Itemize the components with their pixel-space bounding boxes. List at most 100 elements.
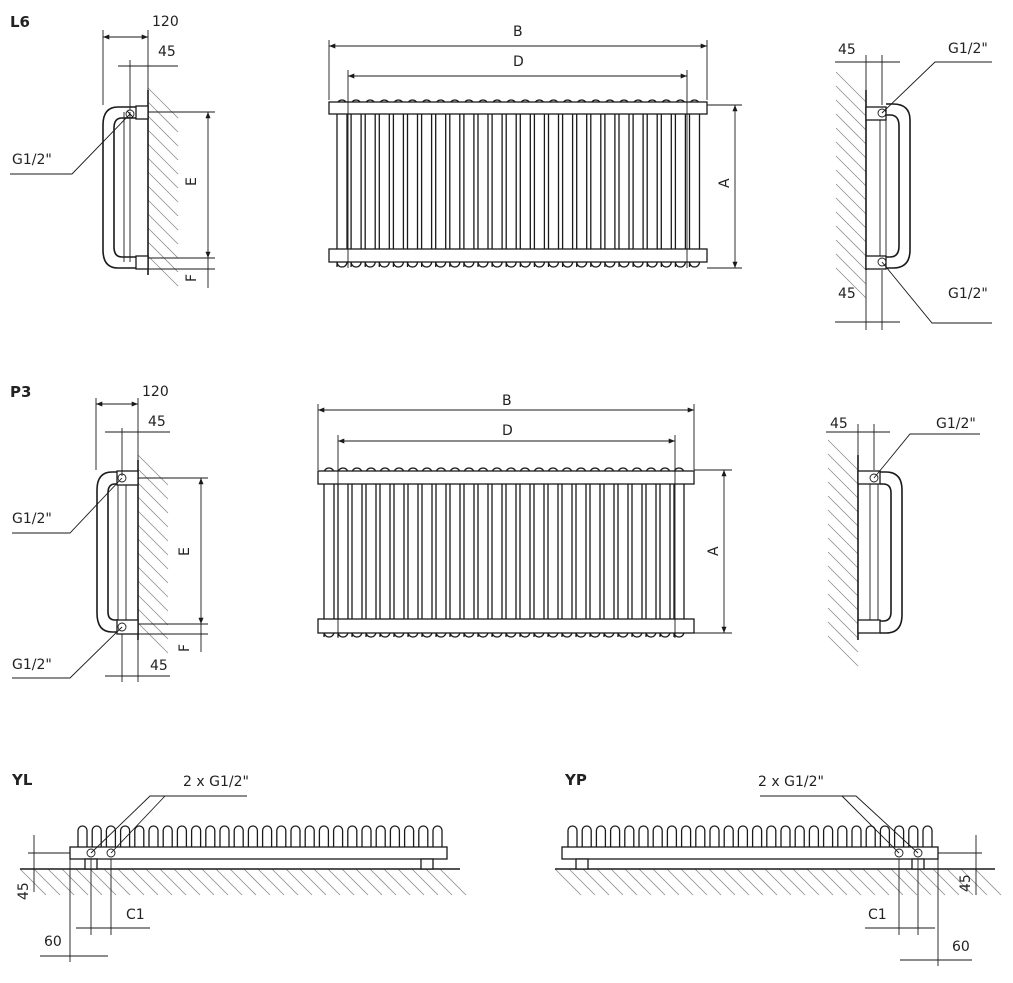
hatch-line bbox=[147, 115, 179, 147]
dim-d: D bbox=[513, 54, 524, 70]
hatch-line bbox=[61, 868, 89, 896]
radiator-fin bbox=[624, 825, 635, 848]
radiator-fin bbox=[247, 825, 259, 848]
dim-60: 60 bbox=[952, 939, 970, 955]
hatch-line bbox=[137, 622, 169, 654]
hatch-line bbox=[624, 868, 652, 896]
hatch-line bbox=[835, 169, 867, 201]
radiator-tube bbox=[547, 99, 560, 268]
radiator-tube bbox=[589, 467, 601, 638]
radiator-tube bbox=[688, 99, 701, 268]
hatch-line bbox=[827, 565, 859, 597]
hatch-line bbox=[411, 868, 439, 896]
hatch-line bbox=[397, 868, 425, 896]
hatch-line bbox=[137, 524, 169, 556]
radiator-tube bbox=[561, 99, 574, 268]
hatch-line bbox=[187, 868, 215, 896]
radiator-tube bbox=[645, 467, 657, 638]
yp-bottom-view: 2 x G1/2" 45 C1 60 bbox=[554, 774, 1002, 966]
hatch-line bbox=[439, 868, 467, 896]
radiator-fin bbox=[751, 825, 763, 848]
hatch-line bbox=[722, 868, 750, 896]
hatch-line bbox=[792, 868, 820, 896]
hatch-line bbox=[147, 185, 179, 217]
hatch-line bbox=[145, 868, 173, 896]
dim-45-bottom: 45 bbox=[150, 658, 168, 674]
radiator-fin bbox=[318, 825, 330, 848]
wall-hatch bbox=[147, 87, 179, 287]
dim-45-top: 45 bbox=[838, 42, 856, 58]
hatch-line bbox=[341, 868, 369, 896]
radiator-fin bbox=[581, 825, 592, 848]
hatch-line bbox=[355, 868, 383, 896]
radiator-fin bbox=[77, 825, 88, 848]
radiator-tube bbox=[547, 467, 559, 638]
radiator-tube bbox=[533, 467, 545, 638]
radiator-fin bbox=[709, 825, 720, 848]
l6-side-view-left: 120 45 E F G1/2" bbox=[10, 14, 215, 288]
radiator-fin bbox=[723, 825, 734, 848]
radiator-fin bbox=[680, 825, 692, 848]
radiator-tube bbox=[561, 467, 573, 638]
hatch-line bbox=[827, 621, 859, 653]
hatch-line bbox=[946, 868, 974, 896]
radiator-fin bbox=[332, 825, 344, 848]
dim-a: A bbox=[717, 178, 733, 188]
radiator-fin bbox=[91, 825, 102, 848]
radiator-fin bbox=[219, 825, 230, 848]
radiator-fin bbox=[148, 825, 159, 848]
radiator-tube bbox=[421, 467, 433, 638]
hatch-line bbox=[638, 868, 666, 896]
radiator-fin bbox=[304, 825, 315, 848]
radiator-tube bbox=[533, 99, 546, 268]
radiator-tube bbox=[365, 467, 377, 638]
radiator-fin bbox=[652, 825, 663, 848]
radiator-tube bbox=[392, 99, 405, 268]
radiator-tube bbox=[350, 99, 362, 268]
dim-45: 45 bbox=[958, 874, 974, 892]
radiator-fin bbox=[879, 825, 891, 848]
hatch-line bbox=[137, 552, 169, 584]
hatch-line bbox=[835, 267, 867, 299]
radiator-tube bbox=[519, 467, 531, 638]
hatch-line bbox=[835, 99, 867, 131]
radiator-fin bbox=[290, 825, 301, 848]
hatch-line bbox=[147, 227, 179, 259]
hatch-line bbox=[835, 211, 867, 243]
hatch-line bbox=[137, 580, 169, 612]
hatch-line bbox=[582, 868, 610, 896]
hatch-line bbox=[835, 127, 867, 159]
radiator-fin bbox=[837, 825, 848, 848]
hatch-line bbox=[835, 113, 867, 145]
hatch-line bbox=[137, 496, 169, 528]
dim-b: B bbox=[502, 393, 512, 409]
hatch-line bbox=[147, 171, 179, 203]
radiator-fin bbox=[908, 825, 919, 848]
hatch-line bbox=[918, 868, 946, 896]
hatch-line bbox=[827, 495, 859, 527]
hatch-line bbox=[173, 868, 201, 896]
radiator-fin bbox=[851, 825, 862, 848]
hatch-line bbox=[19, 868, 47, 896]
hatch-line bbox=[610, 868, 638, 896]
dim-e: E bbox=[177, 547, 193, 556]
radiator-tube bbox=[674, 99, 687, 268]
radiator-tube bbox=[323, 467, 335, 638]
radiator-tube bbox=[575, 467, 587, 638]
hatch-line bbox=[147, 213, 179, 245]
hatch-line bbox=[835, 85, 867, 117]
radiator-tube bbox=[406, 99, 419, 268]
radiator-fin bbox=[134, 825, 145, 848]
hatch-line bbox=[299, 868, 327, 896]
hatch-line bbox=[827, 439, 859, 471]
yl-bottom-view: 2 x G1/2" 45 C1 60 bbox=[16, 774, 467, 962]
dim-f: F bbox=[184, 274, 200, 282]
radiator-fin bbox=[865, 825, 876, 848]
hatch-line bbox=[834, 868, 862, 896]
label-2xg12: 2 x G1/2" bbox=[758, 774, 824, 790]
radiator-tube bbox=[673, 467, 685, 638]
radiator-tube bbox=[477, 467, 489, 638]
hatch-line bbox=[137, 454, 169, 486]
radiator-fin bbox=[361, 825, 372, 848]
radiator-fin bbox=[418, 825, 429, 848]
